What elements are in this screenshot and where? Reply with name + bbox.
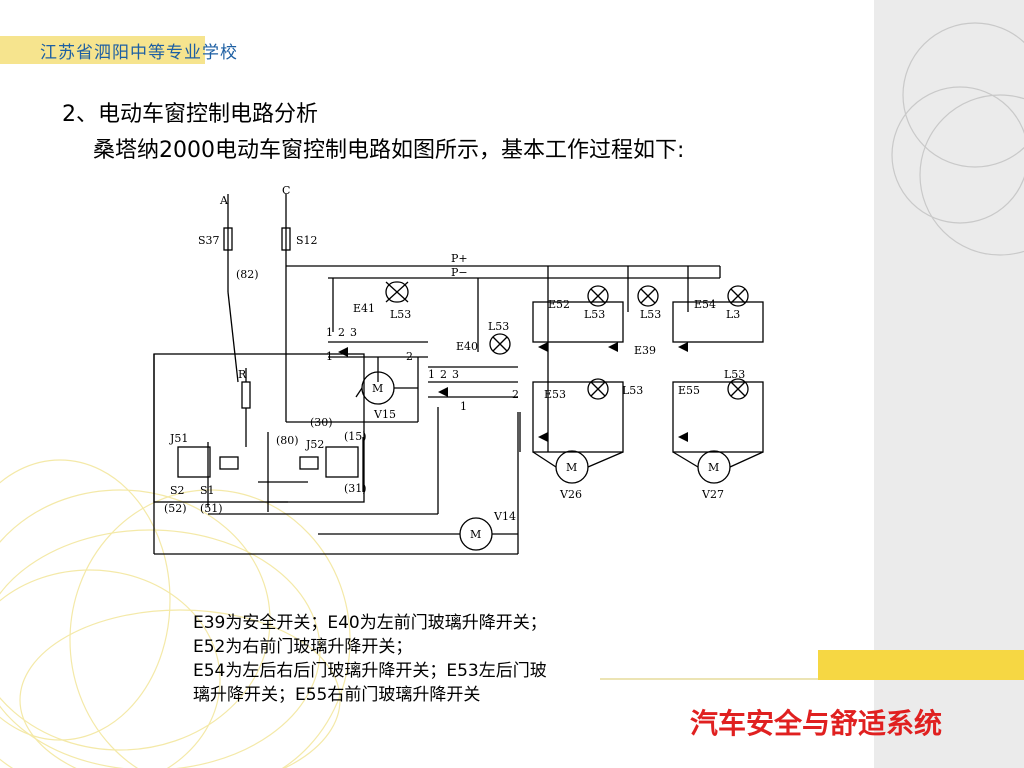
label-terminal-2d: 2: [512, 388, 519, 401]
label-S2: S2: [170, 484, 185, 497]
label-S12: S12: [296, 234, 318, 247]
label-51: (51): [200, 502, 223, 515]
label-motor-V14: M: [470, 528, 481, 541]
label-52: (52): [164, 502, 187, 515]
label-terminal-1d: 1: [460, 400, 467, 413]
label-S37: S37: [198, 234, 220, 247]
label-motor-V26: M: [566, 461, 577, 474]
label-C: C: [282, 184, 290, 197]
label-S1: S1: [200, 484, 215, 497]
label-L53-f: L53: [724, 368, 745, 381]
label-terminal-2a: 2: [338, 326, 345, 339]
caption-block: E39为安全开关；E40为左前门玻璃升降开关； E52为右前门玻璃升降开关； E…: [193, 611, 673, 707]
label-31: (31): [344, 482, 367, 495]
label-P-minus: P−: [451, 266, 468, 279]
caption-line: 璃升降开关；E55右前门玻璃升降开关: [193, 685, 481, 705]
label-80: (80): [276, 434, 299, 447]
label-V15: V15: [373, 408, 396, 421]
label-motor-V15: M: [372, 382, 383, 395]
label-82: (82): [236, 268, 259, 281]
label-terminal-1c: 1: [428, 368, 435, 381]
label-E55: E55: [678, 384, 700, 397]
label-30: (30): [310, 416, 333, 429]
section-heading: 2、电动车窗控制电路分析: [62, 102, 318, 127]
label-E41: E41: [353, 302, 375, 315]
caption-line: E39为安全开关；E40为左前门玻璃升降开关；: [193, 613, 547, 633]
label-E40: E40: [456, 340, 478, 353]
label-motor-V27: M: [708, 461, 719, 474]
right-gray-band: [874, 0, 1024, 768]
label-V14: V14: [493, 510, 516, 523]
label-L3: L3: [726, 308, 740, 321]
label-J52: J52: [305, 438, 324, 451]
label-V26: V26: [559, 488, 582, 501]
window-control-circuit-diagram: A C S37 S12 (82) P+ P− E41 L53 L53 E40 E…: [153, 184, 764, 555]
label-terminal-2c: 2: [440, 368, 447, 381]
label-E39: E39: [634, 344, 656, 357]
section-subheading: 桑塔纳2000电动车窗控制电路如图所示，基本工作过程如下:: [93, 138, 685, 163]
label-terminal-3c: 3: [452, 368, 459, 381]
header-bar: [0, 36, 205, 64]
label-terminal-1a: 1: [326, 326, 333, 339]
label-R: R: [238, 368, 247, 381]
label-E53: E53: [544, 388, 566, 401]
label-L53-b: L53: [488, 320, 509, 333]
label-15: (15): [344, 430, 367, 443]
label-L53-c: L53: [584, 308, 605, 321]
label-A: A: [219, 194, 229, 207]
label-terminal-2b: 2: [406, 350, 413, 363]
label-J51: J51: [169, 432, 188, 445]
label-E52: E52: [548, 298, 570, 311]
label-terminal-1b: 1: [326, 350, 333, 363]
accent-block: [818, 650, 1024, 680]
label-L53-e: L53: [622, 384, 643, 397]
label-terminal-3a: 3: [350, 326, 357, 339]
label-P-plus: P+: [451, 252, 468, 265]
caption-line: E52为右前门玻璃升降开关；: [193, 637, 413, 657]
caption-line: E54为左后右后门玻璃升降开关；E53左后门玻: [193, 661, 547, 681]
course-title: 汽车安全与舒适系统: [690, 707, 943, 740]
label-L53-a: L53: [390, 308, 411, 321]
label-L53-d: L53: [640, 308, 661, 321]
school-name: 江苏省泗阳中等专业学校: [40, 43, 238, 63]
label-V27: V27: [701, 488, 724, 501]
label-E54: E54: [694, 298, 716, 311]
